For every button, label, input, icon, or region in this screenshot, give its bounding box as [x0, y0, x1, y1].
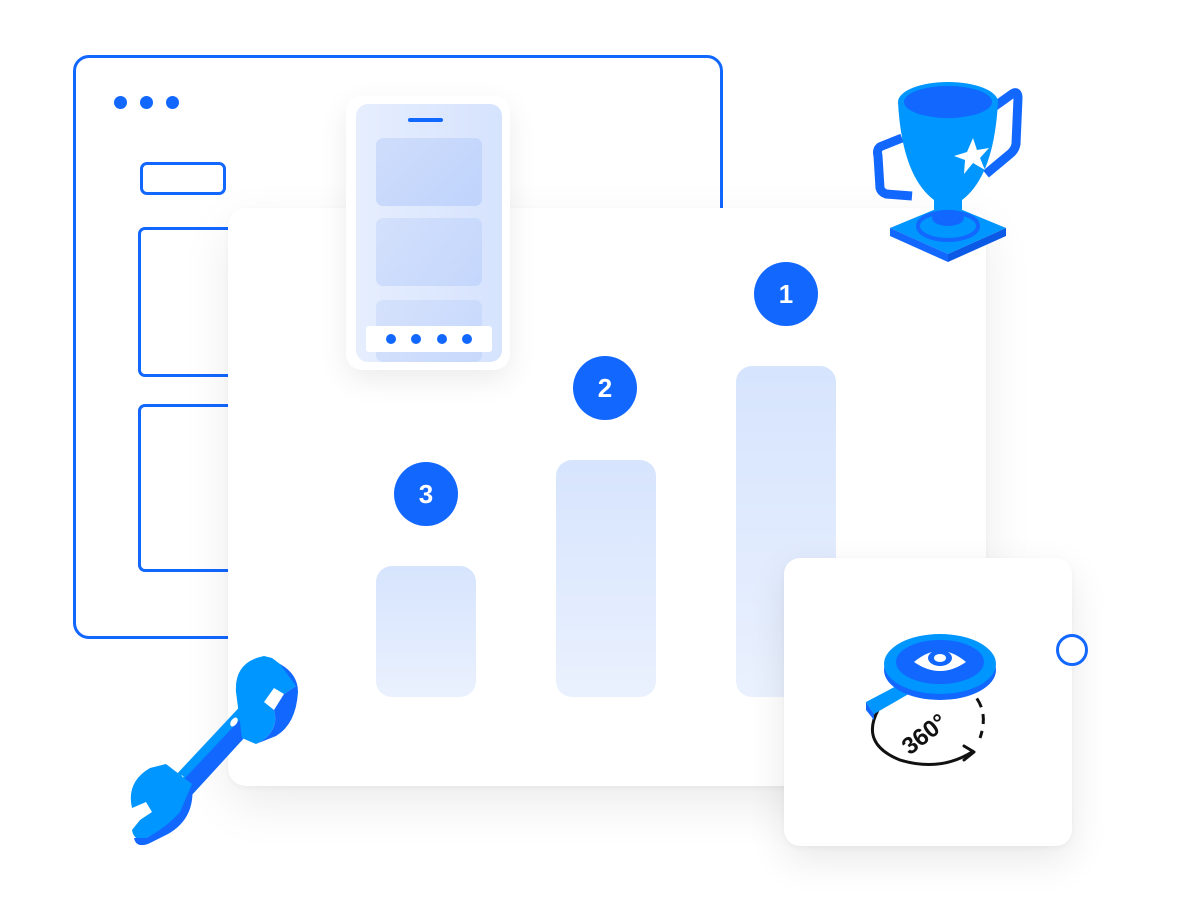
phone-speaker	[408, 118, 443, 122]
rank-badge-1: 1	[754, 262, 818, 326]
phone-nav-bar	[366, 326, 492, 352]
window-dot-icon	[140, 96, 153, 109]
rank-badge-2: 2	[573, 356, 637, 420]
nav-dot-icon	[411, 334, 422, 344]
outline-content-block	[138, 404, 258, 572]
rank-badge-3: 3	[394, 462, 458, 526]
outline-content-block	[138, 227, 258, 377]
360-view-card	[784, 558, 1072, 846]
trophy-icon	[873, 82, 1023, 262]
window-dot-icon	[166, 96, 179, 109]
window-dot-icon	[114, 96, 127, 109]
podium-bar-rank-2	[556, 460, 656, 697]
360-view-icon: 360°	[866, 634, 996, 766]
phone-content-tile	[376, 138, 482, 206]
ring-handle[interactable]	[1056, 634, 1088, 666]
nav-dot-icon	[462, 334, 473, 344]
nav-dot-icon	[385, 334, 396, 344]
360-label: 360°	[897, 709, 953, 761]
podium-bar-rank-3	[376, 566, 476, 697]
outline-button-placeholder	[140, 162, 226, 195]
nav-dot-icon	[436, 334, 447, 344]
wrench-icon	[130, 656, 298, 846]
phone-content-tile	[376, 218, 482, 286]
